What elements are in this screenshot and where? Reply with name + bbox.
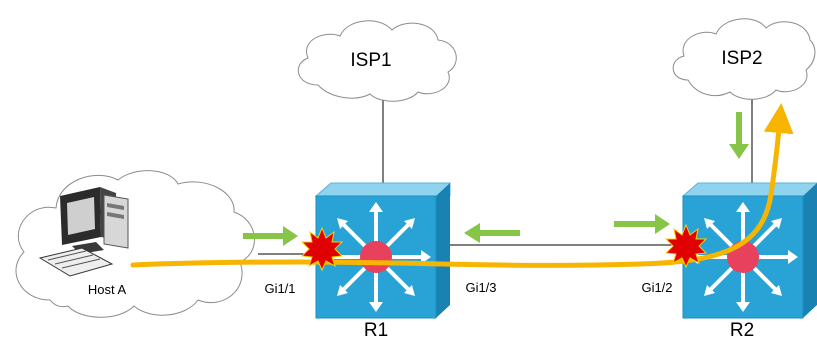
r1-label: R1 — [364, 320, 388, 338]
host-a-label: Host A — [88, 282, 127, 297]
gi1-1-label: Gi1/1 — [264, 281, 295, 296]
r1-layer3-switch-icon — [314, 182, 451, 319]
burst-icon-gi1-2 — [664, 223, 708, 269]
traffic-path — [130, 103, 794, 268]
isp1-label: ISP1 — [350, 50, 391, 71]
isp2-label: ISP2 — [721, 48, 762, 69]
arrow-icon-r2-to-r1 — [464, 223, 520, 243]
host-cloud-icon — [15, 170, 255, 318]
gi1-3-label: Gi1/3 — [465, 280, 496, 295]
arrows — [243, 112, 749, 246]
isp2-cloud-icon: ISP2 — [672, 18, 816, 100]
arrow-icon-host-to-r1 — [243, 226, 298, 246]
r2-label: R2 — [730, 320, 754, 338]
arrow-icon-isp2-to-r2 — [729, 112, 749, 159]
burst-icon-gi1-1 — [300, 226, 344, 272]
gi1-2-label: Gi1/2 — [641, 280, 672, 295]
isp1-cloud-icon: ISP1 — [297, 20, 457, 102]
arrow-icon-r1-to-r2 — [614, 214, 670, 234]
host-a-computer-icon — [38, 187, 129, 277]
